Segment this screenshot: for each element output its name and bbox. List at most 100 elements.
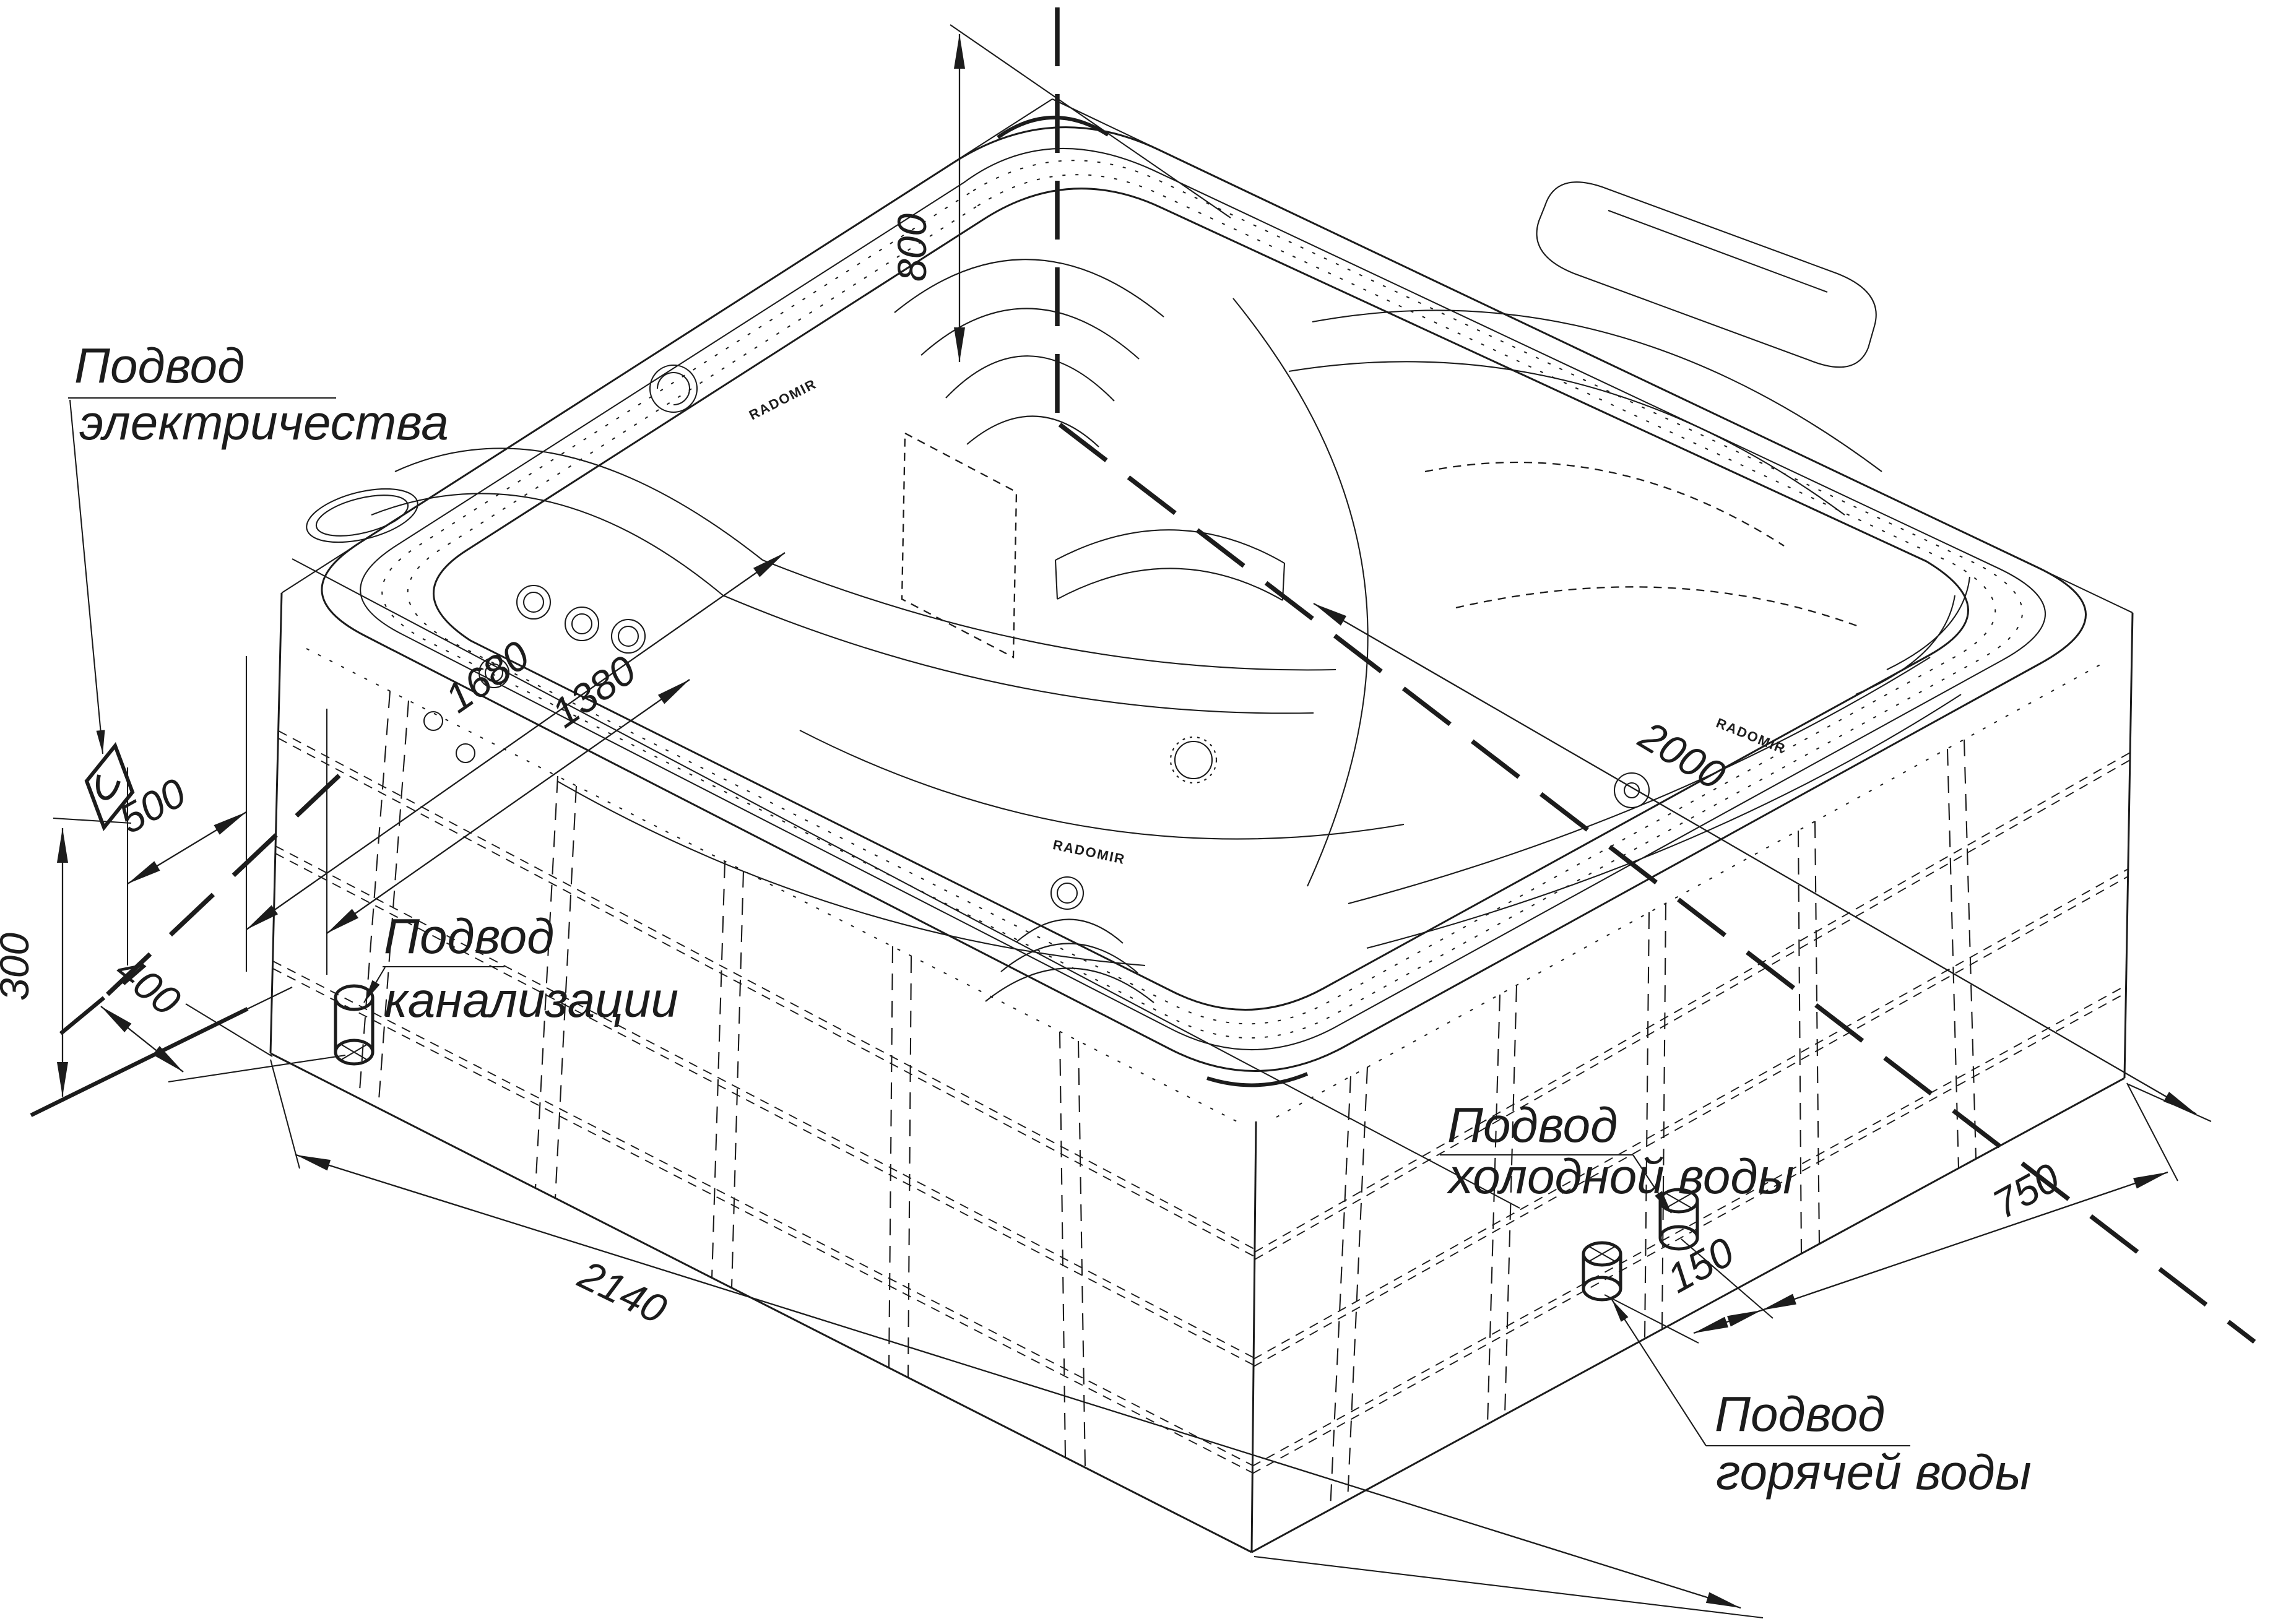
brand-mark: RADOMIR bbox=[1052, 837, 1127, 867]
waterfall-panel-hidden bbox=[901, 432, 1018, 659]
dim-line-500 bbox=[127, 811, 247, 884]
waterfall-spout-cap bbox=[1054, 559, 1286, 601]
label-sewage: Подвод канализации bbox=[363, 909, 678, 1027]
jet bbox=[423, 710, 444, 732]
panel-joint-line bbox=[1329, 1076, 1352, 1510]
callout-labels: Подвод электричества Подвод канализации … bbox=[68, 338, 2032, 1500]
drain-fitting bbox=[1174, 740, 1213, 780]
panel-joint-line bbox=[358, 691, 391, 1099]
control-fitting-spiral bbox=[656, 371, 691, 406]
extension-2140-left bbox=[269, 1059, 301, 1169]
dim-line-2140 bbox=[295, 1154, 1741, 1609]
label-electricity-line1: Подвод bbox=[74, 338, 245, 393]
dim-line-150 bbox=[1693, 1309, 1762, 1334]
panel-joint-line bbox=[1814, 821, 1821, 1245]
skirt-bottom-left-edge bbox=[270, 1052, 1252, 1553]
slat-row bbox=[1252, 992, 2127, 1474]
control-fitting bbox=[649, 364, 698, 413]
panel-joint-line bbox=[907, 956, 912, 1378]
extension-750-right bbox=[2126, 1082, 2178, 1181]
panel-joint-line bbox=[377, 700, 410, 1109]
jet bbox=[455, 743, 476, 764]
hidden-contour bbox=[1455, 586, 1859, 628]
height-reference-line bbox=[950, 24, 1231, 218]
label-cold-water-line2: холодной воды bbox=[1446, 1149, 1794, 1204]
jet bbox=[571, 613, 593, 635]
dim-text-1680: 1680 bbox=[436, 632, 537, 722]
rim-inner-edge bbox=[360, 147, 2046, 1051]
dim-line-2000 bbox=[1313, 603, 2197, 1115]
dim-text-800: 800 bbox=[889, 214, 935, 282]
dim-text-750: 750 bbox=[1985, 1154, 2067, 1227]
panel-joint-line bbox=[1077, 1040, 1086, 1468]
basin-top-edge bbox=[433, 188, 1969, 1011]
skirt-left-corner-edge bbox=[269, 592, 283, 1054]
bottom-edge-extension bbox=[185, 1003, 273, 1057]
waterfall-spout bbox=[1055, 529, 1285, 564]
front-corner-step-arc bbox=[1000, 943, 1138, 974]
right-lounger-edge bbox=[1312, 309, 1882, 472]
corner-jet bbox=[1050, 876, 1085, 910]
panel-joint-line bbox=[1059, 1031, 1067, 1458]
front-corner-step-arc bbox=[1016, 918, 1124, 944]
dim-text-400: 400 bbox=[107, 946, 189, 1024]
drain-fitting-ribs bbox=[1169, 736, 1218, 784]
skirt-front-corner-edge bbox=[1250, 1121, 1257, 1553]
headrest-arc bbox=[894, 259, 1164, 317]
dim-text-2140: 2140 bbox=[571, 1251, 674, 1332]
leader-line bbox=[1611, 1299, 1707, 1446]
cross-mark bbox=[340, 1043, 368, 1061]
seat-divider bbox=[762, 559, 1336, 671]
slat-row bbox=[1252, 985, 2127, 1467]
dimensions: 800 1680 1380 2000 500 300 400 2140 150 … bbox=[0, 34, 2197, 1609]
label-electricity: Подвод электричества bbox=[68, 338, 449, 754]
basin-floor-line bbox=[557, 780, 1146, 967]
jet bbox=[516, 584, 552, 620]
slat-row bbox=[272, 968, 1254, 1474]
tub-body: RADOMIR RADOMIR RADOMIR bbox=[269, 116, 2134, 1553]
pillow-inner-line bbox=[1608, 210, 1828, 293]
right-corner-arc bbox=[1855, 595, 1956, 695]
panel-joint-line bbox=[730, 870, 745, 1289]
basin-floor-line bbox=[799, 730, 1405, 840]
rim-deck-dotted-1 bbox=[381, 160, 2023, 1039]
headrest-arc bbox=[966, 415, 1099, 447]
hidden-contour bbox=[1424, 461, 1785, 546]
pillow bbox=[1536, 181, 1877, 368]
jet bbox=[522, 591, 545, 613]
seat-divider bbox=[722, 595, 1314, 714]
footwell-oval-inner bbox=[315, 495, 409, 537]
label-sewage-line2: канализации bbox=[384, 972, 678, 1027]
jet-fitting bbox=[1613, 772, 1650, 809]
left-seat-edge bbox=[394, 447, 763, 561]
rim-corner-accent-back bbox=[997, 116, 1109, 139]
skirt-right-corner-edge bbox=[2123, 612, 2134, 1079]
dim-line-1380 bbox=[326, 679, 690, 934]
leader-line bbox=[69, 399, 105, 754]
leader-line bbox=[1632, 1154, 1672, 1214]
jet bbox=[617, 625, 639, 647]
panel-joint-line bbox=[711, 861, 726, 1279]
electrical-socket-icon bbox=[84, 742, 135, 831]
ground-baseline-extension bbox=[247, 987, 293, 1009]
label-hot-water-line2: горячей воды bbox=[1716, 1445, 2032, 1500]
connection-symbols bbox=[84, 742, 1699, 1302]
right-lounger-edge bbox=[1288, 361, 1845, 516]
extension-2140-right bbox=[1254, 1555, 1764, 1619]
right-lounger-contour bbox=[1232, 298, 1369, 887]
corner-jet bbox=[1056, 882, 1078, 904]
label-electricity-line2: электричества bbox=[79, 395, 449, 450]
ground-baseline bbox=[30, 1007, 249, 1117]
headrest-arc bbox=[920, 308, 1140, 360]
panel-joint-line bbox=[1797, 830, 1803, 1254]
rim-corner-accent-front bbox=[1206, 1072, 1309, 1087]
diagonal-centerline-left-tail bbox=[59, 996, 106, 1035]
dim-line-750 bbox=[1761, 1171, 2168, 1311]
socket-level-stub bbox=[53, 817, 132, 824]
headrest-arc bbox=[945, 355, 1115, 402]
skirt-slat-rows bbox=[272, 730, 2131, 1474]
label-sewage-line1: Подвод bbox=[384, 909, 554, 964]
construction-lines bbox=[30, 24, 2212, 1619]
front-corner-step-arc bbox=[985, 967, 1154, 1003]
